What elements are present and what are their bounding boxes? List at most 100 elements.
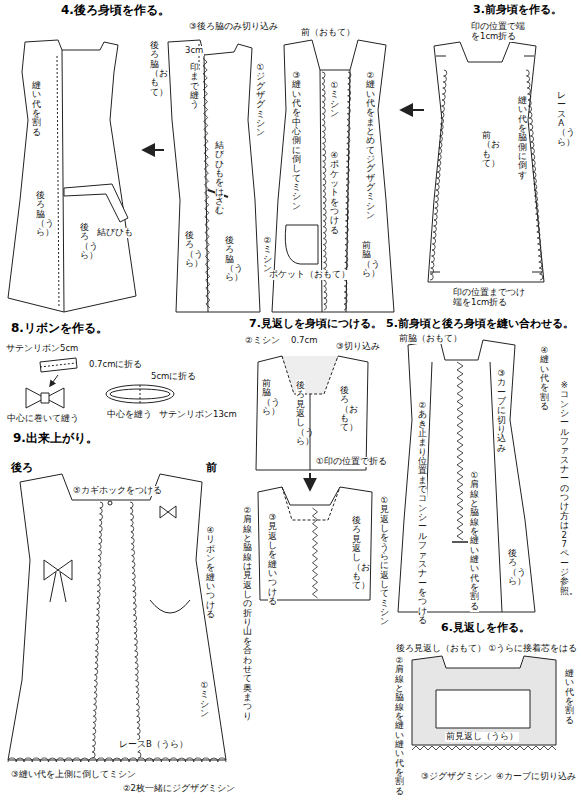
back-panel-figure [8,40,136,312]
callout-label: 縫い代を割る [565,668,574,726]
callout-label: 印の位置で端を1cm折る [470,22,534,42]
callout-label: 後ろ（うら） [80,222,89,261]
ribbon-bow [44,560,72,580]
callout-label: 縫い代を脇側に倒す [518,95,527,181]
seam-line [422,362,502,612]
front-panel-figure [428,42,544,282]
callout-label: サテンリボン5cm [5,344,79,354]
back-panel-figure [168,40,260,312]
zigzag-stitch [203,58,210,308]
facing-figure [412,656,556,745]
callout-label: 5cmに折る [150,372,197,382]
lace-edge [430,70,447,280]
callout-label: 3cm [184,46,204,56]
callout-label: 前（おもて） [300,28,356,38]
callout-label: 後ろ脇（おもて） [150,40,159,98]
stitch-line [140,385,141,403]
step-arrow [309,473,311,489]
step-arrow [144,149,164,151]
zigzag-stitch [412,746,556,750]
lace-edge [526,70,543,280]
bodice-figure [256,356,368,470]
callout-label: ①印の位置で折る [315,457,388,467]
zipper-stop [452,541,468,543]
callout-label: 印まで縫う [190,62,199,111]
callout-label: ②肩線と脇線は見返しの折り山を合わせて奥まつり [243,505,252,722]
callout-label: ②ミシン [244,336,281,346]
callout-label: 縫い代を割る [32,80,41,138]
step-heading: 9.出来上がり。 [12,432,99,446]
callout-label: ①うらに接着芯をはる [487,644,578,654]
callout-label: ③ジグザグミシン [420,772,493,782]
callout-label: 中心を縫う [106,410,153,420]
callout-label: 後ろ脇（うら） [36,190,45,239]
step-heading: 4.後ろ身頃を作る。 [60,4,171,18]
callout-label: ポケット（おもて） [268,270,351,280]
callout-label: 後ろ脇（うら） [225,235,234,284]
callout-label: 前脇（うら） [262,378,271,417]
callout-label: ⑤カギホックをつける [72,486,163,496]
callout-label: ③切り込み [335,342,381,352]
callout-label: ④カーブに切り込み [495,772,577,782]
step-heading: 5.前身頃と後ろ身頃を縫い合わせる。 [385,318,575,331]
callout-label: 前脇（おもて） [398,334,463,344]
facing-outline [282,356,338,394]
callout-label: 後ろ（おもて） [340,385,349,434]
step-heading: 8.リボンを作る。 [10,322,109,336]
callout-label: レースA（うら） [557,90,566,148]
satin-ribbon [40,358,77,372]
callout-label: 後ろ見返し（うら） [296,380,305,447]
callout-label: ①肩線と脇線を縫い縫い代を割る [470,470,479,612]
facing-outline [282,487,340,520]
callout-label: 後ろ（うら） [508,548,517,587]
lace-edge [130,502,141,758]
callout-label: 後ろ見返し（おもて） [395,644,487,654]
lace-edge [8,758,226,762]
callout-label: ③カーブに切り込み [497,368,506,454]
step-heading: 6.見返しを作る。 [440,622,531,635]
callout-label: ※コンシールファスナーのつけ方は27ページ参照。 [560,380,569,597]
callout-label: 中心に巻いて縫う [6,414,80,424]
callout-label: 0.7cmに折る [88,360,143,370]
lace-edge [92,502,103,758]
callout-label: ④縫い代を割る [540,345,549,412]
bow-tails [50,572,66,602]
center-back-line [310,394,311,470]
tie-strap [64,184,128,222]
callout-label: ①ミシン [200,680,209,719]
bow-center [41,393,49,403]
seam-line [62,50,64,312]
callout-label: ①見返しをうらに返してミシン [380,495,389,628]
pocket [285,225,318,264]
callout-label: ②肩線と脇線を縫い縫い代を割る [395,655,404,797]
ribbon-bow [160,506,176,518]
callout-label: 結びひも [96,228,134,238]
step-arrow [402,109,424,111]
callout-label: 後ろ（うら） [185,230,194,269]
callout-label: ④リボンを縫いつける [206,525,215,620]
pocket [150,600,190,613]
callout-label: ①ジグザグミシン [256,62,265,139]
callout-label: ③見返しを縫いつける [268,512,277,607]
step-heading: 7.見返しを身頃につける。 [248,318,383,331]
callout-label: ②ミシン [263,235,272,274]
callout-label: 前見返し（うら） [445,732,519,742]
callout-label: 前（おもて） [482,130,491,169]
callout-label: ②あき止まり位置までコンシールファスナーをつける [418,400,427,626]
fold-line [40,363,76,367]
fold-mark [430,56,542,272]
callout-label: 0.7cm [290,336,318,346]
step-heading: 前 [205,462,218,475]
callout-label: ③縫い代を中心側に倒してミシン [292,70,301,212]
callout-label: 印の位置までつけ端を1cm折る [452,288,528,308]
callout-label: ②縫い代をまとめてジグザグミシン [366,70,375,222]
callout-label: ③後ろ脇のみ切り込み [188,22,279,32]
callout-label: 前脇（うら） [362,240,371,279]
finished-dress-figure [8,474,226,760]
step-heading: 3.前身頃を作る。 [472,4,563,17]
hook-eye [108,501,112,505]
callout-label: 結びひもをはさむ [215,140,224,217]
ribbon-bow [26,388,64,408]
